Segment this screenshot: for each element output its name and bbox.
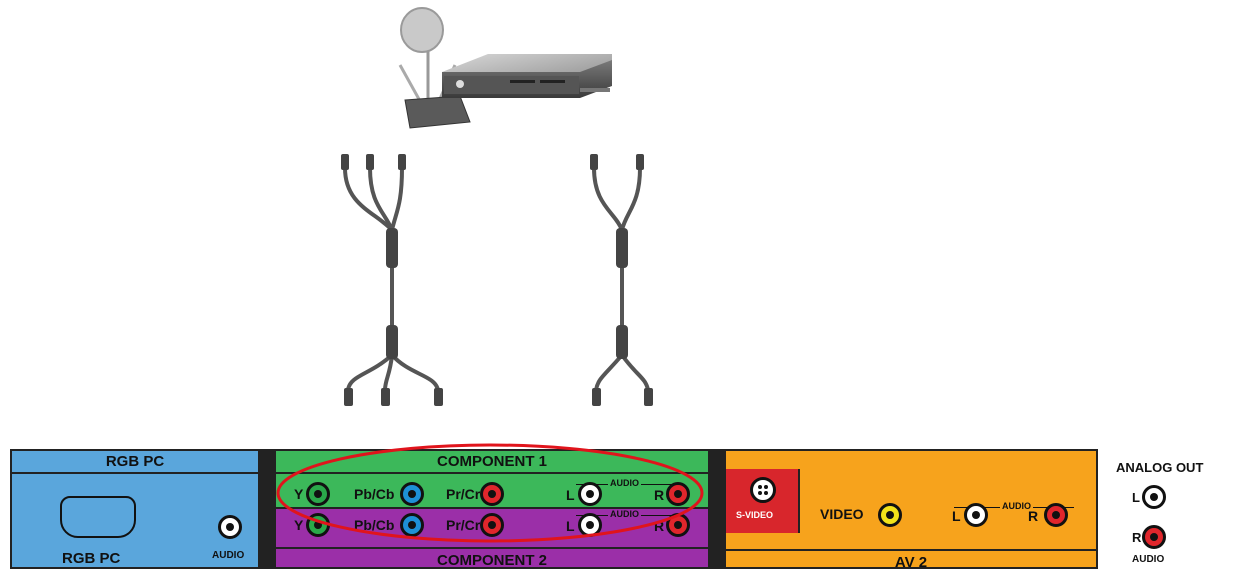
component1-header: COMPONENT 1 xyxy=(276,454,708,474)
rgb-audio-jack[interactable] xyxy=(218,515,242,539)
rgb-pc-section: RGB PC RGB PC AUDIO xyxy=(10,449,260,569)
svideo-label: S-VIDEO xyxy=(736,510,774,520)
receiver-box-icon xyxy=(442,54,612,98)
component2-header: COMPONENT 2 xyxy=(276,547,708,568)
component1-pr-jack[interactable] xyxy=(480,482,504,506)
av2-l-label: L xyxy=(952,508,961,524)
component1-audio-label: AUDIO xyxy=(608,478,641,488)
component1-y-label: Y xyxy=(294,486,304,502)
svideo-port-icon[interactable] xyxy=(750,477,776,503)
component1-pb-jack[interactable] xyxy=(400,482,424,506)
component2-y-label: Y xyxy=(294,517,304,533)
rgb-pc-header: RGB PC xyxy=(12,454,258,474)
rgb-pc-port-label: RGB PC xyxy=(62,550,121,567)
component1-pr-label: Pr/Cr xyxy=(446,486,481,502)
av2-footer: AV 2 xyxy=(726,549,1096,570)
satellite-dish-icon xyxy=(398,7,471,129)
av2-video-jack[interactable] xyxy=(878,503,902,527)
analog-out-audio-label: AUDIO xyxy=(1132,554,1165,565)
av2-audio-label: AUDIO xyxy=(1000,501,1033,511)
component1-r-jack[interactable] xyxy=(666,482,690,506)
highlight-ring xyxy=(276,443,704,543)
av2-l-jack[interactable] xyxy=(964,503,988,527)
component2-section: Y Pb/Cb Pr/Cr AUDIO L R COMPONENT 2 xyxy=(274,509,710,569)
audio-cable-icon xyxy=(590,154,653,406)
component1-l-jack[interactable] xyxy=(578,482,602,506)
component2-r-label: R xyxy=(654,518,665,534)
component2-pr-jack[interactable] xyxy=(480,513,504,537)
av2-video-label: VIDEO xyxy=(820,506,864,522)
analog-out-header: ANALOG OUT xyxy=(1116,460,1204,475)
component-video-cable-icon xyxy=(341,154,443,406)
svideo-block: S-VIDEO xyxy=(726,469,800,533)
av2-r-label: R xyxy=(1028,508,1039,524)
analog-out-l-label: L xyxy=(1132,490,1140,505)
component1-l-label: L xyxy=(566,487,575,503)
component1-y-jack[interactable] xyxy=(306,482,330,506)
component2-audio-label: AUDIO xyxy=(608,509,641,519)
component2-pb-label: Pb/Cb xyxy=(354,517,395,533)
component2-pr-label: Pr/Cr xyxy=(446,517,481,533)
component2-pb-jack[interactable] xyxy=(400,513,424,537)
satellite-receiver-illustration xyxy=(398,7,612,129)
analog-out-section: ANALOG OUT L R AUDIO xyxy=(1098,449,1248,569)
rgb-audio-label: AUDIO xyxy=(212,550,245,561)
component1-pb-label: Pb/Cb xyxy=(354,486,395,502)
analog-out-r-jack[interactable] xyxy=(1142,525,1166,549)
panel-divider-2 xyxy=(710,449,724,569)
analog-out-r-label: R xyxy=(1132,530,1142,545)
av2-section: S-VIDEO VIDEO AUDIO L R AV 2 xyxy=(724,449,1098,570)
panel-divider xyxy=(260,449,274,569)
analog-out-l-jack[interactable] xyxy=(1142,485,1166,509)
component1-r-label: R xyxy=(654,487,665,503)
vga-port-icon[interactable] xyxy=(60,496,136,538)
av2-r-jack[interactable] xyxy=(1044,503,1068,527)
component2-l-label: L xyxy=(566,518,575,534)
